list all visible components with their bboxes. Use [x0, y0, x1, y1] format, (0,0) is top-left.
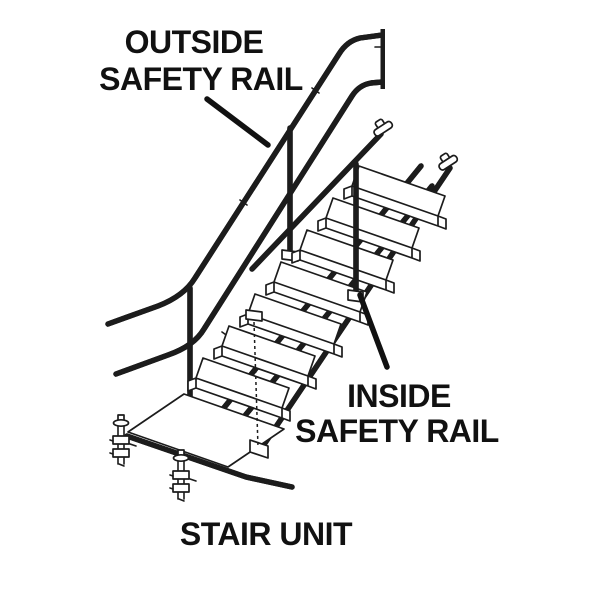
inside-rail-spigot-cap: [373, 118, 394, 137]
inside-rail-bracket: [245, 309, 263, 322]
stringer-foot-block: [249, 439, 269, 459]
coupler-left: [109, 414, 137, 467]
stringer-spigot-cap: [438, 152, 459, 171]
tread: [317, 197, 421, 262]
stair-treads: [187, 165, 447, 422]
outside-safety-rail-label-line2: SAFETY RAIL: [99, 61, 303, 97]
rail-end-cap: [380, 29, 385, 89]
stair-unit-drawing: [109, 152, 459, 502]
label-inside-safety-rail: INSIDE SAFETY RAIL: [295, 378, 499, 449]
outside-safety-rail-label-line1: OUTSIDE: [125, 24, 264, 60]
tread: [343, 165, 447, 230]
tread: [265, 261, 369, 326]
coupler-right: [169, 449, 197, 502]
landing-platform: [124, 393, 295, 490]
inside-rail-hidden-post: [253, 321, 259, 448]
tread: [187, 357, 291, 422]
tread: [213, 325, 317, 390]
label-stair-unit: STAIR UNIT: [180, 516, 354, 552]
stair-unit-label: STAIR UNIT: [180, 516, 353, 552]
inside-safety-rail-label-line1: INSIDE: [347, 378, 451, 414]
inside-safety-rail-label-line2: SAFETY RAIL: [295, 413, 499, 449]
inside-rail-leader-line: [357, 292, 390, 370]
tread: [291, 229, 395, 294]
outside-rail-leader-line: [204, 96, 271, 148]
label-outside-safety-rail: OUTSIDE SAFETY RAIL: [99, 24, 303, 97]
tread: [239, 293, 343, 358]
